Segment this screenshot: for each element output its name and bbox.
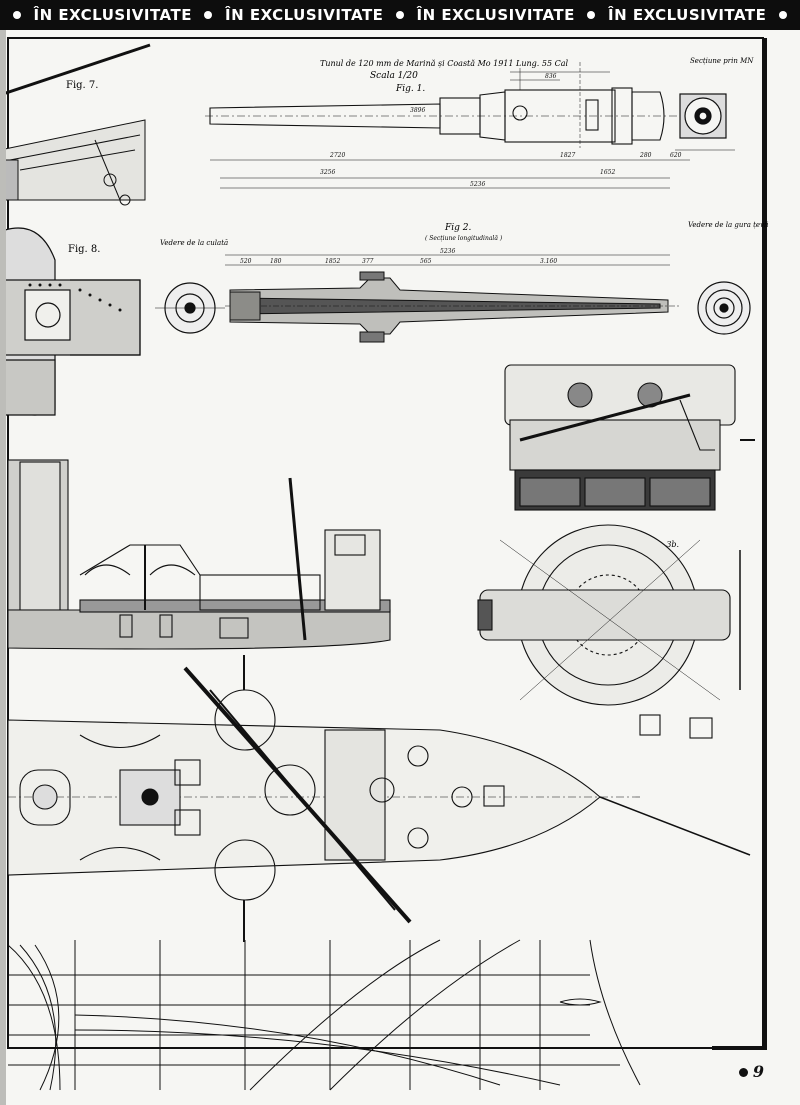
- gun-mount-side-view: [504, 364, 755, 511]
- fig2-label: Fig 2.: [444, 223, 471, 233]
- front-view-drawing: [697, 281, 751, 335]
- dim-label: 3256: [320, 169, 335, 176]
- rear-view-drawing: [155, 282, 225, 334]
- banner-dot: [587, 11, 596, 19]
- dim-label: 520: [240, 258, 252, 265]
- hull-lines-plan: [7, 939, 641, 1091]
- front-view-label: Vedere de la gura țevii: [688, 221, 769, 229]
- scale-label: Scala 1/20: [370, 71, 418, 81]
- page-number-text: 9: [752, 1062, 764, 1081]
- dim-label: 836: [545, 73, 557, 80]
- technical-drawing-sheet: Fig. 7. Fig. 8. Tunul de 120 mm de Marin…: [0, 30, 769, 1105]
- ship-side-elevation: [7, 459, 391, 650]
- fig2-gun-section: [225, 254, 680, 343]
- fig7-label: Fig. 7.: [66, 80, 98, 91]
- dim-label: 280: [639, 152, 652, 159]
- banner-text: ÎN EXCLUSIVITATE: [33, 6, 192, 24]
- dim-label: 5236: [470, 181, 485, 188]
- fig3b-mount-top-view: [477, 524, 741, 739]
- ship-deck-plan: [7, 655, 751, 942]
- dim-label: 1652: [600, 169, 615, 176]
- fig7-hull-detail: [0, 43, 151, 206]
- fig1-label: Fig. 1.: [395, 84, 425, 94]
- banner-text: ÎN EXCLUSIVITATE: [607, 6, 767, 24]
- banner-dot: [204, 11, 213, 19]
- dim-label: 5236: [440, 248, 455, 255]
- fig2-sublabel: ( Secțiune longitudinală ): [425, 235, 503, 242]
- banner-dot: [778, 11, 787, 19]
- section-mn-view: [675, 93, 735, 151]
- banner-dot: [395, 11, 404, 19]
- dim-label: 3.160: [540, 258, 557, 265]
- dim-label: 377: [362, 258, 374, 265]
- bullet-icon: [738, 1068, 748, 1077]
- section-mn-label: Secțiune prin MN: [690, 57, 754, 65]
- dim-label: 620: [670, 152, 682, 159]
- banner-text: ÎN EXCLUSIVITATE: [416, 6, 575, 24]
- dim-label: 2720: [329, 152, 345, 159]
- fig1-gun-side-view: [205, 62, 690, 189]
- fig8-label: Fig. 8.: [68, 244, 100, 255]
- rear-view-label: Vedere de la culată: [160, 239, 228, 247]
- dim-label: 1827: [560, 152, 575, 159]
- dim-label: 1852: [325, 258, 340, 265]
- top-banner: ÎN EXCLUSIVITATE ÎN EXCLUSIVITATE ÎN EXC…: [0, 0, 800, 30]
- banner-text: ÎN EXCLUSIVITATE: [225, 6, 384, 24]
- banner-dot: [13, 11, 21, 19]
- gun-title: Tunul de 120 mm de Marină și Coastă Mo 1…: [320, 59, 568, 68]
- dim-label: 565: [420, 258, 432, 265]
- fig8-hull-section: [0, 227, 141, 416]
- dim-label: 180: [270, 258, 282, 265]
- page-number: 9: [738, 1062, 764, 1081]
- dim-label: 3896: [410, 107, 425, 114]
